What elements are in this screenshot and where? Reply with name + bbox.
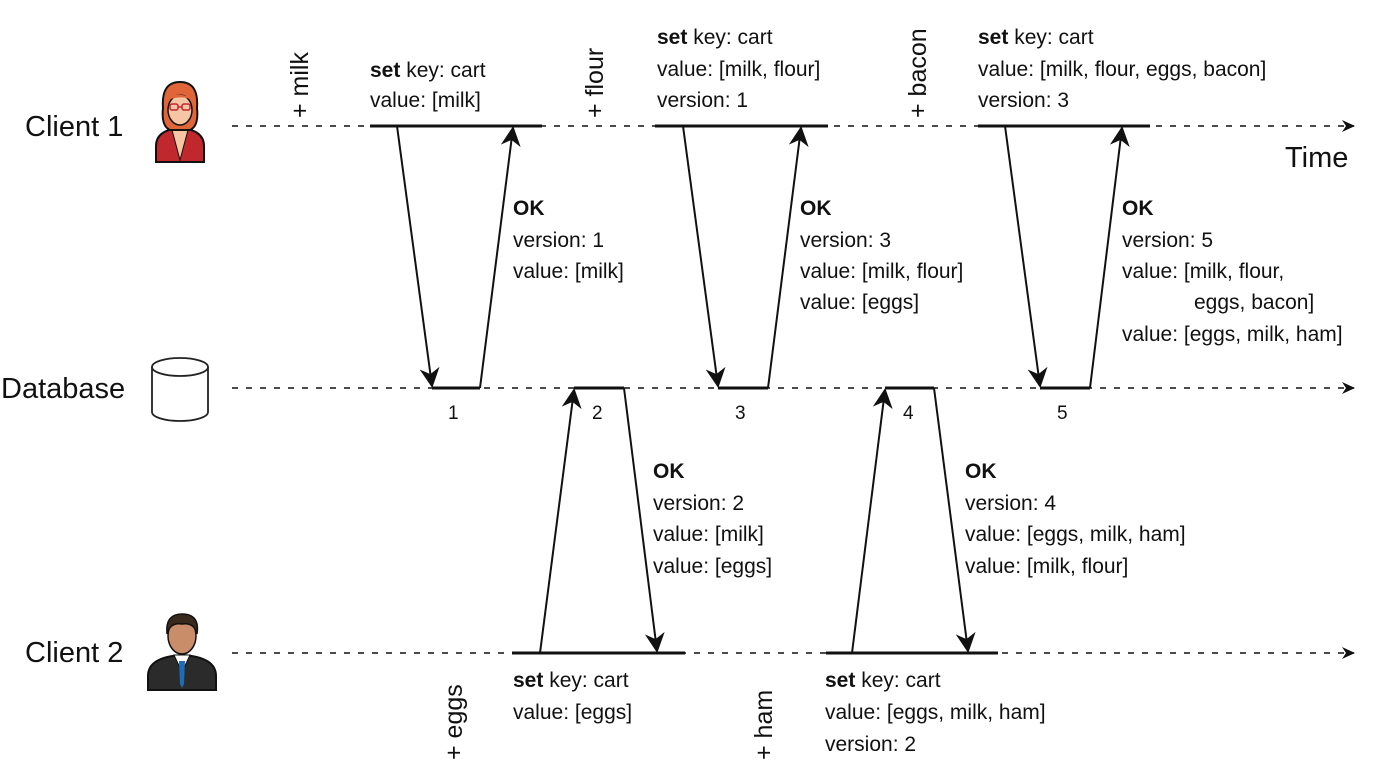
annotation-add-bacon: + bacon	[904, 28, 932, 118]
response-line: eggs, bacon]	[1194, 291, 1314, 314]
db-version-number: 5	[1057, 403, 1068, 424]
arrow-c1-set-2	[682, 125, 726, 388]
request-key: key: cart	[687, 26, 772, 49]
arrow-ok-1	[479, 126, 521, 389]
response-line: value: [eggs]	[800, 291, 919, 314]
svg-text:set key: cart: set key: cart	[978, 26, 1094, 49]
request-keyword: set	[978, 26, 1008, 49]
svg-text:set key: cart: set key: cart	[370, 59, 486, 82]
response-line: value: [eggs, milk, ham]	[1122, 323, 1343, 346]
response-line: value: [eggs, milk, ham]	[965, 523, 1186, 546]
response-line: value: [milk, flour,	[1122, 260, 1284, 283]
request-line: version: 1	[657, 89, 748, 112]
request-line: version: 3	[978, 89, 1069, 112]
man-avatar-icon	[147, 613, 217, 691]
request-c2-2: set key: cart value: [eggs, milk, ham] v…	[825, 669, 1046, 756]
arrow-ok-3	[767, 126, 809, 389]
arrow-ok-2	[623, 387, 665, 653]
annotation-add-milk: + milk	[286, 52, 314, 118]
response-line: value: [milk]	[513, 260, 624, 283]
arrow-c1-set-1	[396, 125, 440, 388]
annotation-add-ham: + ham	[750, 690, 778, 760]
response-line: version: 1	[513, 229, 604, 252]
request-keyword: set	[825, 669, 855, 692]
request-c1-2: set key: cart value: [milk, flour] versi…	[657, 26, 820, 112]
request-c1-3: set key: cart value: [milk, flour, eggs,…	[978, 26, 1266, 112]
response-line: value: [milk, flour]	[965, 555, 1128, 578]
time-label: Time	[1285, 142, 1348, 174]
response-1: OK version: 1 value: [milk]	[513, 197, 624, 283]
lane-label-client1: Client 1	[25, 111, 123, 143]
request-key: key: cart	[400, 59, 485, 82]
request-keyword: set	[513, 669, 543, 692]
response-line: version: 3	[800, 229, 891, 252]
response-title: OK	[653, 460, 685, 483]
request-line: value: [milk, flour, eggs, bacon]	[978, 58, 1266, 81]
arrow-c2-set-1	[539, 388, 582, 654]
response-line: version: 2	[653, 492, 744, 515]
db-version-number: 4	[903, 403, 914, 424]
request-c2-1: set key: cart value: [eggs]	[513, 669, 632, 724]
arrow-ok-4	[933, 387, 976, 653]
response-title: OK	[965, 460, 997, 483]
arrow-c1-set-3	[1004, 125, 1048, 388]
database-cylinder-icon	[151, 357, 209, 422]
svg-text:set key: cart: set key: cart	[657, 26, 773, 49]
request-line: value: [milk]	[370, 89, 481, 112]
response-line: value: [eggs]	[653, 555, 772, 578]
response-line: value: [milk, flour]	[800, 260, 963, 283]
db-version-number: 3	[735, 403, 746, 424]
arrow-c2-set-2	[851, 388, 893, 654]
db-version-number: 1	[448, 403, 459, 424]
db-version-number: 2	[592, 403, 603, 424]
response-title: OK	[1122, 197, 1154, 220]
request-line: version: 2	[825, 733, 916, 756]
request-line: value: [eggs]	[513, 701, 632, 724]
request-keyword: set	[657, 26, 687, 49]
annotation-add-eggs: + eggs	[440, 684, 468, 760]
svg-text:set key: cart: set key: cart	[513, 669, 629, 692]
request-line: value: [eggs, milk, ham]	[825, 701, 1046, 724]
annotation-add-flour: + flour	[581, 48, 609, 118]
lane-label-database: Database	[1, 373, 125, 405]
arrow-ok-5	[1089, 126, 1130, 389]
response-3: OK version: 3 value: [milk, flour] value…	[800, 197, 963, 314]
response-title: OK	[513, 197, 545, 220]
request-key: key: cart	[855, 669, 940, 692]
request-key: key: cart	[1008, 26, 1093, 49]
response-5: OK version: 5 value: [milk, flour, eggs,…	[1122, 197, 1343, 346]
response-4: OK version: 4 value: [eggs, milk, ham] v…	[965, 460, 1186, 578]
response-line: version: 4	[965, 492, 1056, 515]
response-line: version: 5	[1122, 229, 1213, 252]
response-line: value: [milk]	[653, 523, 764, 546]
request-keyword: set	[370, 59, 400, 82]
request-c1-1: set key: cart value: [milk]	[370, 59, 486, 112]
woman-avatar-icon	[155, 80, 205, 163]
request-line: value: [milk, flour]	[657, 58, 820, 81]
svg-text:set key: cart: set key: cart	[825, 669, 941, 692]
request-key: key: cart	[543, 669, 628, 692]
response-title: OK	[800, 197, 832, 220]
lane-label-client2: Client 2	[25, 637, 123, 669]
response-2: OK version: 2 value: [milk] value: [eggs…	[653, 460, 772, 578]
